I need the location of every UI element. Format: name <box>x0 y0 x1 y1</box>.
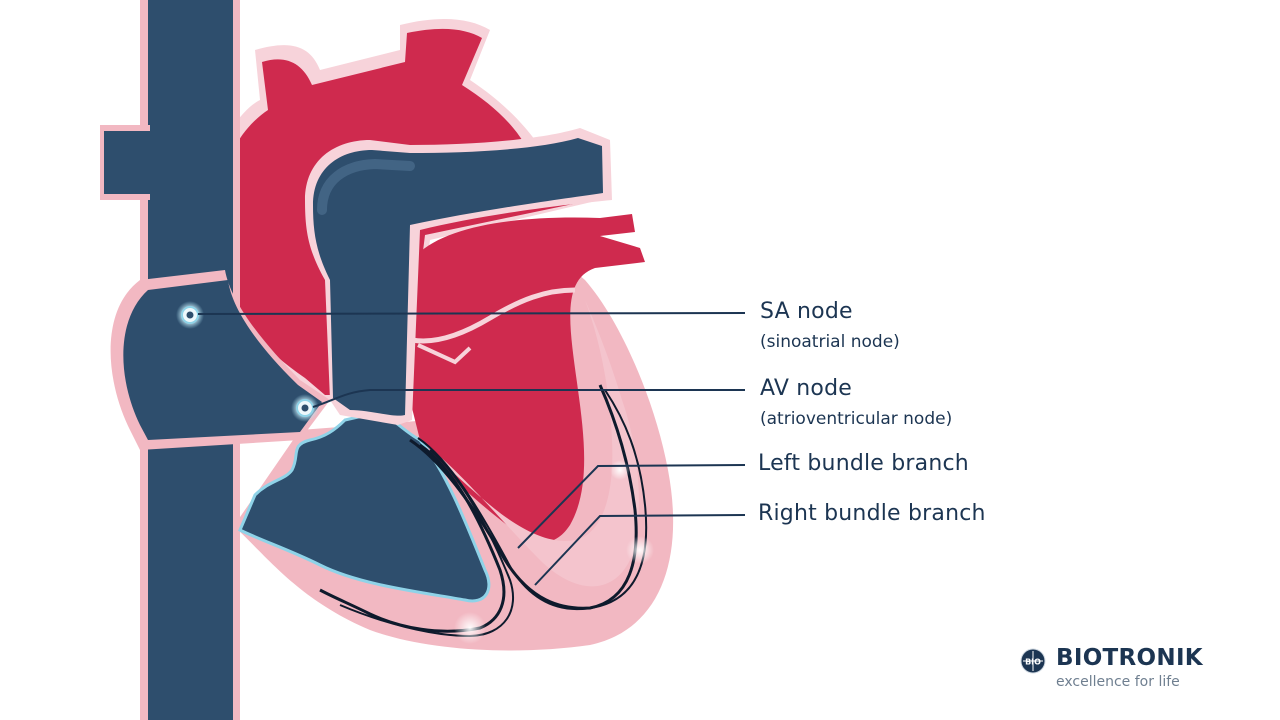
av-node-sublabel: (atrioventricular node) <box>760 409 952 429</box>
biotronik-badge-icon: BIO <box>1020 648 1046 674</box>
sa-node-core <box>187 312 194 319</box>
left-bundle-branch-label: Left bundle branch <box>758 451 969 476</box>
brand-tagline: excellence for life <box>1056 674 1180 690</box>
badge-text: BIO <box>1025 658 1041 667</box>
conduction-spark <box>454 612 486 644</box>
conduction-spark <box>610 460 630 480</box>
sa-node-label: SA node <box>760 299 853 324</box>
brand-logo: BIO BIOTRONIK excellence for life <box>1018 645 1238 695</box>
conduction-spark <box>626 536 654 564</box>
sa-node-leader-line <box>198 313 745 314</box>
right-bundle-branch-label: Right bundle branch <box>758 501 986 526</box>
av-node-label: AV node <box>760 376 852 401</box>
brand-name: BIOTRONIK <box>1056 645 1203 671</box>
av-node-core <box>302 405 309 412</box>
side-vessel <box>104 131 150 194</box>
sa-node-sublabel: (sinoatrial node) <box>760 332 900 352</box>
